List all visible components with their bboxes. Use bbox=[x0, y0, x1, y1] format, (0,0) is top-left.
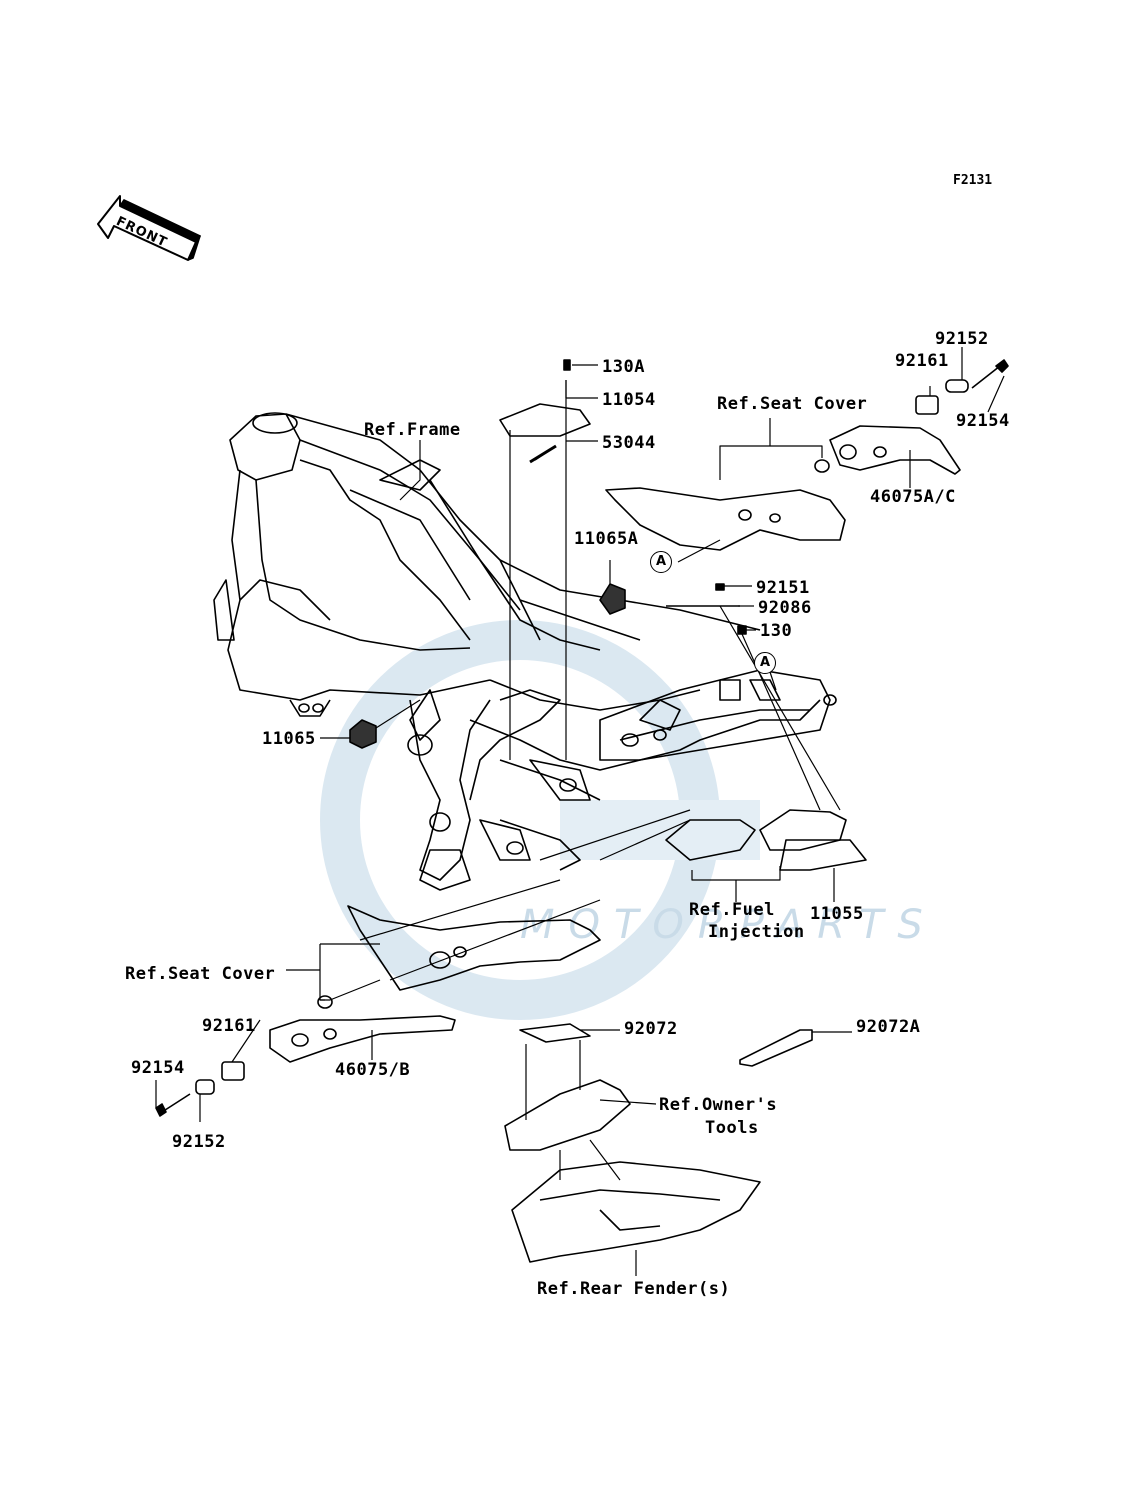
strap-92072A bbox=[739, 1029, 813, 1067]
part-92154-left: 92154 bbox=[131, 1058, 185, 1078]
callout-a-rear: A bbox=[754, 652, 776, 674]
rear-fender bbox=[511, 1161, 761, 1263]
label-injection: Injection bbox=[708, 922, 805, 942]
label-ref-seat-cover-left: Ref.Seat Cover bbox=[125, 964, 276, 984]
part-92161-left: 92161 bbox=[202, 1016, 256, 1036]
part-92151: 92151 bbox=[756, 578, 810, 598]
bracket-11054 bbox=[499, 359, 591, 464]
part-92161-top: 92161 bbox=[895, 351, 949, 371]
grommet-left bbox=[317, 995, 333, 1009]
part-11065A: 11065A bbox=[574, 529, 639, 549]
callout-a-top: A bbox=[650, 551, 672, 573]
tool-kit bbox=[504, 1023, 631, 1151]
part-92152-top: 92152 bbox=[935, 329, 989, 349]
part-92152-left: 92152 bbox=[172, 1132, 226, 1152]
seat-cover-top bbox=[605, 487, 846, 551]
collar-bolt-left bbox=[155, 1061, 245, 1117]
part-92072A: 92072A bbox=[856, 1017, 921, 1037]
main-frame bbox=[213, 412, 821, 891]
label-tools: Tools bbox=[705, 1118, 759, 1138]
label-ref-rear-fender: Ref.Rear Fender(s) bbox=[537, 1279, 731, 1299]
label-ref-seat-cover-top: Ref.Seat Cover bbox=[717, 394, 868, 414]
label-ref-owners: Ref.Owner's bbox=[659, 1095, 778, 1115]
rear-subframe bbox=[599, 669, 837, 761]
grab-rail-right bbox=[829, 425, 961, 475]
fasteners-mid bbox=[666, 583, 747, 635]
figure-code: F2131 bbox=[953, 173, 993, 188]
collar-bolt-top bbox=[915, 359, 1009, 415]
label-ref-frame: Ref.Frame bbox=[364, 420, 461, 440]
part-53044: 53044 bbox=[602, 433, 656, 453]
front-arrow-icon bbox=[97, 195, 201, 261]
fuel-injection-parts bbox=[665, 809, 867, 871]
part-46075B: 46075/B bbox=[335, 1060, 411, 1080]
watermark-text: MOTORPARTS bbox=[520, 902, 937, 948]
part-92072: 92072 bbox=[624, 1019, 678, 1039]
part-130: 130 bbox=[760, 621, 793, 641]
grommet-top bbox=[814, 459, 830, 473]
grab-rail-left bbox=[269, 1015, 456, 1063]
part-11055: 11055 bbox=[810, 904, 864, 924]
part-11065: 11065 bbox=[262, 729, 316, 749]
part-92154-top: 92154 bbox=[956, 411, 1010, 431]
leader-lines bbox=[155, 347, 1005, 1276]
part-11054: 11054 bbox=[602, 390, 656, 410]
label-ref-fuel: Ref.Fuel bbox=[689, 900, 775, 920]
part-92086: 92086 bbox=[758, 598, 812, 618]
seat-cover-left bbox=[347, 905, 601, 991]
part-46075AC: 46075A/C bbox=[870, 487, 956, 507]
part-130A: 130A bbox=[602, 357, 645, 377]
grommet-11065 bbox=[349, 719, 377, 749]
grommet-11065A bbox=[599, 583, 626, 615]
